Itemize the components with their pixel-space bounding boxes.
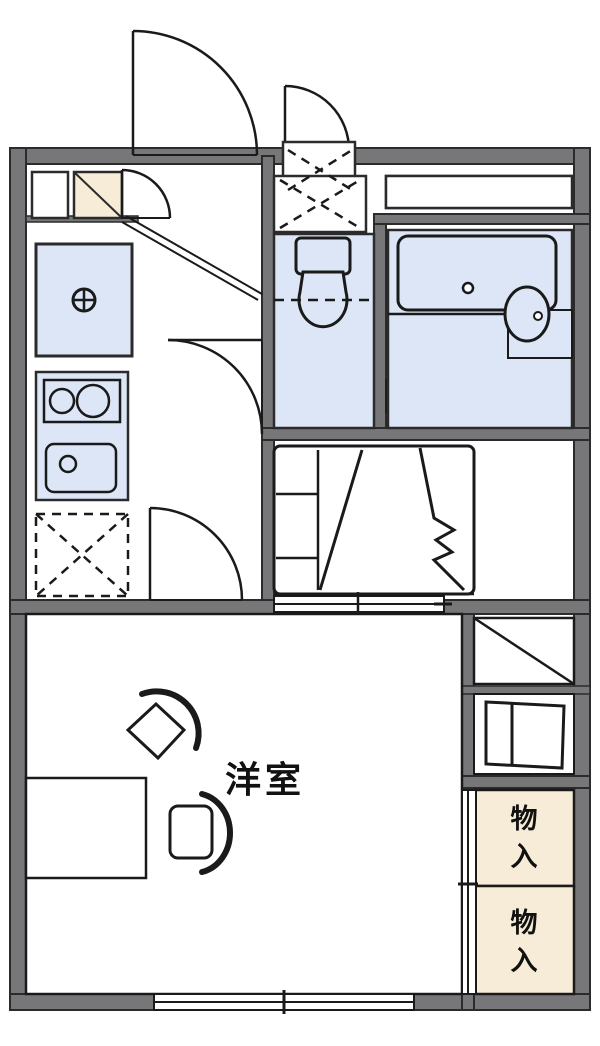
closet-hanger-left <box>318 449 364 591</box>
shoe-cabinet-diagonal <box>73 171 123 219</box>
kitchen-door-upper <box>167 338 264 435</box>
balcony-window <box>153 990 415 1014</box>
closet-hanger-right <box>418 447 466 592</box>
storage-upper-label-line2: 入 <box>511 842 538 873</box>
bathtub-drain <box>461 281 475 295</box>
vanity-sink <box>503 285 551 343</box>
sink-drain <box>58 454 78 474</box>
upper-alcove <box>472 616 576 686</box>
closet <box>272 444 476 596</box>
vanity-drain <box>533 311 543 321</box>
dining-table <box>24 776 148 880</box>
entry-door-swing-arc <box>132 29 259 156</box>
kitchen-sink <box>44 442 118 494</box>
storage-lower-label-line2: 入 <box>511 946 538 977</box>
storage-lower-label-line1: 物 <box>511 908 538 939</box>
cabinet-left <box>30 170 70 220</box>
toilet-tank <box>294 236 352 276</box>
burner-large <box>75 383 111 419</box>
shoe-cabinet-group <box>30 168 172 220</box>
kitchen-partition-line <box>121 215 263 301</box>
secondary-door-swing-arc <box>284 84 351 151</box>
entry-door-group <box>131 29 259 156</box>
alcove-diagonal <box>473 616 575 686</box>
entrance-genkan <box>272 140 368 234</box>
door-arc-upper <box>167 338 264 435</box>
chair-upper-backrest <box>139 688 202 751</box>
refrigerator-space <box>34 512 130 598</box>
drain-cross <box>73 289 95 311</box>
storage-closet-upper <box>472 788 576 888</box>
chair-upper <box>125 688 202 761</box>
washing-machine-space <box>34 242 134 358</box>
storage-closet-lower <box>472 884 576 996</box>
main-room-label: 洋室 <box>225 760 305 801</box>
right-cabinet <box>473 693 575 775</box>
closet-sliding-doors <box>273 592 452 614</box>
burner-small <box>48 387 76 415</box>
storage-upper-label-line1: 物 <box>511 804 538 835</box>
storage-sliding-doors <box>458 789 478 995</box>
genkan-dash-4 <box>287 148 353 192</box>
toilet-bowl <box>297 270 349 329</box>
chair-lower <box>168 791 233 875</box>
door-arc-lower <box>149 506 244 601</box>
kitchen-door-lower <box>148 506 244 601</box>
kitchen-counter <box>34 370 130 502</box>
toilet-room <box>272 232 414 430</box>
window-north-left <box>384 174 574 210</box>
cabinet-door <box>484 700 566 770</box>
chair-lower-backrest <box>199 791 233 875</box>
secondary-door-group <box>283 84 351 151</box>
